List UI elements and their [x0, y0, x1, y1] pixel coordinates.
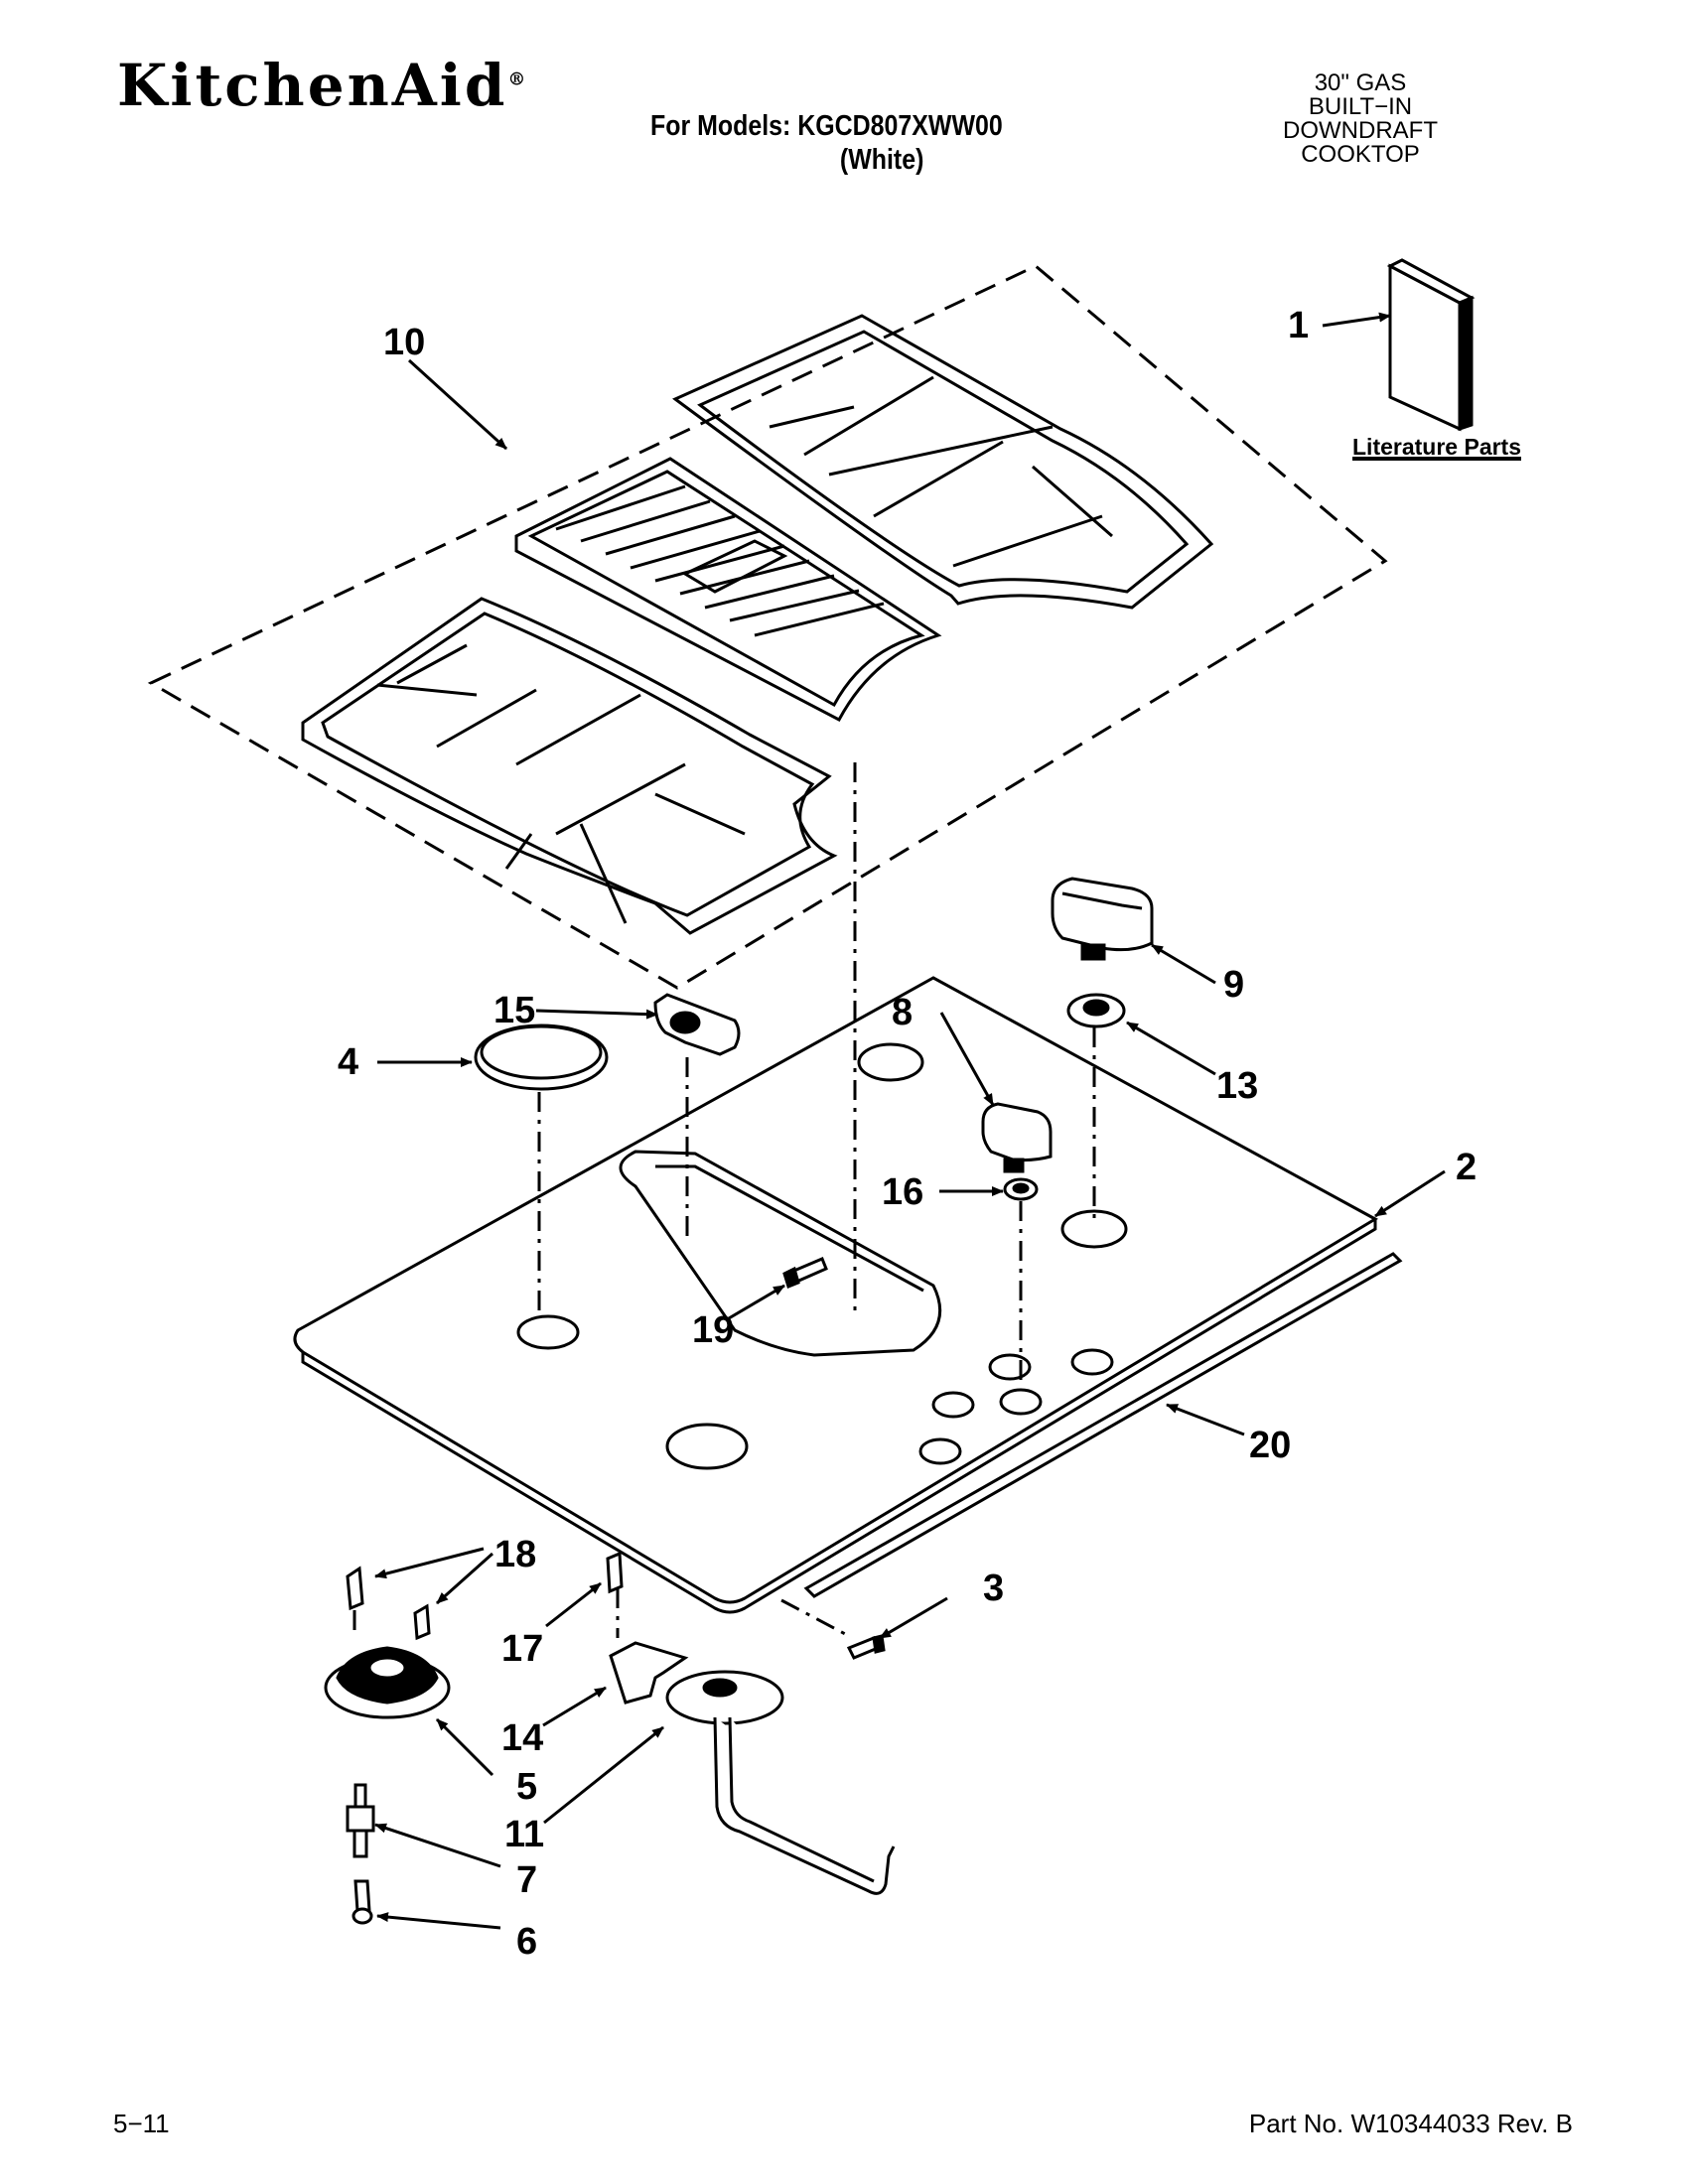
model-color: (White): [839, 144, 924, 176]
callout-2: 2: [1456, 1147, 1477, 1188]
right-burner-grate: [672, 314, 1214, 610]
control-knob-large: [1051, 877, 1154, 961]
callout-6: 6: [516, 1921, 537, 1963]
callout-4: 4: [338, 1041, 358, 1083]
burner-base: [324, 1646, 451, 1719]
callout-7: 7: [516, 1859, 537, 1901]
callout-5: 5: [516, 1766, 537, 1808]
callout-19: 19: [692, 1309, 734, 1351]
literature-booklet: [1386, 258, 1476, 432]
registered-mark: ®: [507, 68, 526, 90]
screw-6: [352, 1879, 373, 1925]
model-heading: For Models: KGCD807XWW00 (White): [650, 109, 1003, 177]
trim-strip: [803, 1252, 1403, 1598]
screw-17: [606, 1551, 624, 1594]
literature-parts-label: Literature Parts: [1352, 434, 1521, 460]
callout-8: 8: [892, 992, 913, 1033]
brand-logo: KitchenAid®: [117, 52, 525, 119]
downdraft-vent-grate: [514, 457, 942, 723]
callout-10: 10: [383, 322, 425, 363]
callout-18: 18: [494, 1534, 536, 1575]
leader-arrows: [374, 312, 1446, 1930]
product-line-1: 30" GAS: [1314, 69, 1407, 96]
knob-grommet-small: [1003, 1177, 1039, 1201]
knob-grommet-large: [1066, 993, 1126, 1028]
mounting-bracket: [609, 1641, 689, 1705]
callout-13: 13: [1216, 1065, 1258, 1107]
model-number: For Models: KGCD807XWW00: [650, 110, 1003, 142]
vent-clip-bracket: [653, 993, 741, 1056]
part-number: Part No. W10344033 Rev. B: [1248, 2109, 1573, 2138]
callout-15: 15: [493, 990, 535, 1031]
left-burner-grate: [301, 597, 838, 935]
brand-name: KitchenAid: [117, 52, 508, 119]
burner-tube-assembly: [665, 1670, 896, 1895]
screws-18: [346, 1566, 431, 1641]
callout-1: 1: [1288, 305, 1309, 346]
callout-3: 3: [983, 1568, 1004, 1609]
callout-11: 11: [504, 1814, 544, 1855]
callout-17: 17: [501, 1628, 543, 1670]
product-description: 30" GAS BUILT−IN DOWNDRAFT COOKTOP: [1231, 71, 1489, 167]
product-line-3: DOWNDRAFT COOKTOP: [1283, 117, 1438, 168]
callout-9: 9: [1223, 964, 1244, 1006]
callout-labels: 10 1 9 13 8 16 15 4 2 19 20 18 17 3 14 5…: [338, 305, 1477, 1963]
product-line-2: BUILT−IN: [1308, 93, 1413, 120]
igniter-electrode: [346, 1783, 375, 1858]
cooktop-panel: [293, 976, 1379, 1614]
screw-19: [782, 1257, 828, 1289]
page-number: 5−11: [113, 2109, 170, 2138]
alignment-lines: [352, 762, 1096, 1638]
callout-16: 16: [882, 1171, 923, 1213]
grate-assembly-boundary: [147, 264, 1388, 990]
callout-20: 20: [1249, 1425, 1291, 1466]
burner-cap-ring: [474, 1024, 609, 1091]
callout-14: 14: [501, 1717, 543, 1759]
screw-3: [846, 1634, 886, 1660]
